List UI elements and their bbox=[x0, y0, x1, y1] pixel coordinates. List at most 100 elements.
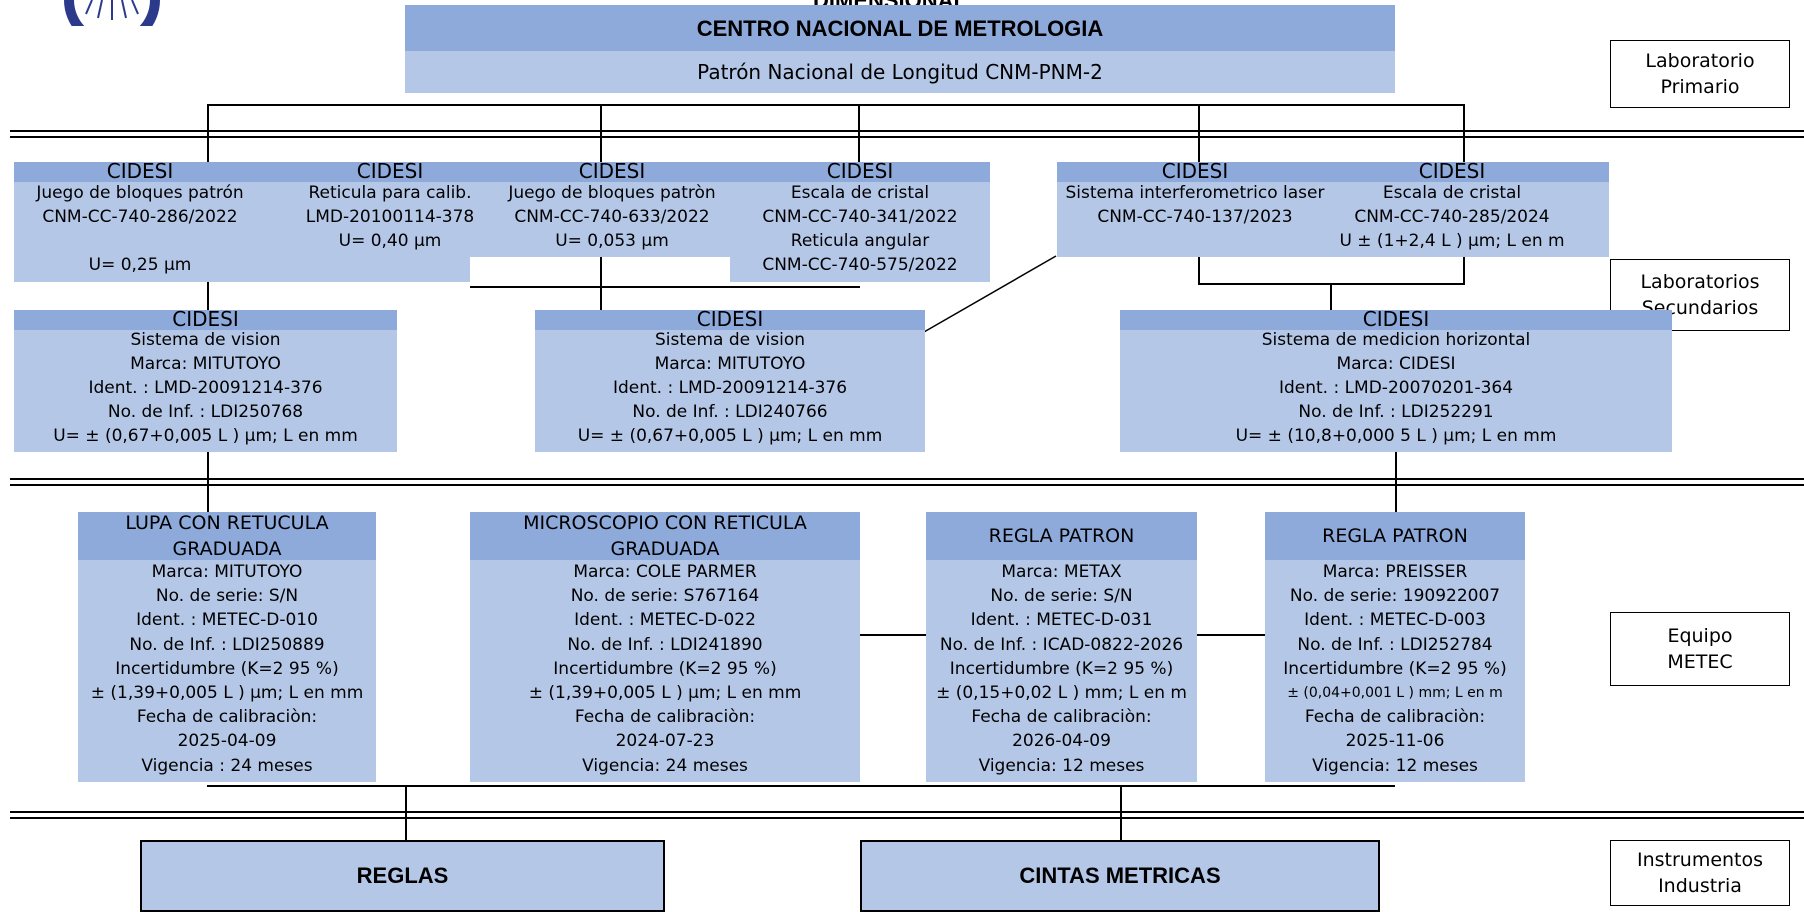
connector bbox=[207, 785, 1395, 787]
sec-line: CNM-CC-740-285/2024 bbox=[1354, 207, 1550, 227]
diagonal-connector bbox=[923, 255, 1057, 333]
equipment-header-bar bbox=[470, 512, 860, 560]
sec-line: Juego de bloques patròn bbox=[508, 183, 716, 203]
equipment-line: Ident. : METEC-D-010 bbox=[136, 610, 318, 631]
connector bbox=[1395, 452, 1397, 512]
sec-header-bar bbox=[14, 162, 990, 182]
equipment-line: No. de serie: S767164 bbox=[570, 586, 760, 607]
secondary-system-line: No. de Inf. : LDI252291 bbox=[1298, 402, 1494, 422]
connector bbox=[858, 104, 860, 162]
secondary-system-header-bar bbox=[535, 310, 925, 330]
secondary-system-line: Sistema de medicion horizontal bbox=[1261, 330, 1531, 350]
equipment-line: Marca: MITUTOYO bbox=[151, 562, 303, 582]
sec-header-bar bbox=[1057, 162, 1609, 182]
equipment-line: Ident. : METEC-D-003 bbox=[1304, 610, 1486, 631]
equipment-title: REGLA PATRON bbox=[988, 525, 1135, 547]
equipment-line: Fecha de calibraciòn: bbox=[971, 707, 1152, 728]
secondary-system-line: U= ± (10,8+0,000 5 L ) µm; L en mm bbox=[1235, 426, 1557, 446]
sec-box-3 bbox=[730, 162, 990, 282]
secondary-system-box bbox=[14, 310, 397, 452]
secondary-system-line: Ident. : LMD-20091214-376 bbox=[88, 378, 323, 398]
equipment-title: GRADUADA bbox=[172, 538, 282, 560]
equipment-line: Fecha de calibraciòn: bbox=[136, 707, 318, 728]
secondary-system-line: Ident. : LMD-20091214-376 bbox=[612, 378, 848, 398]
equipment-header-bar bbox=[78, 512, 376, 560]
equipment-title: GRADUADA bbox=[610, 538, 720, 560]
equipment-title: REGLA PATRON bbox=[1322, 525, 1468, 547]
equipment-line: No. de Inf. : LDI250889 bbox=[129, 634, 325, 655]
equipment-line: ± (0,15+0,02 L ) mm; L en m bbox=[936, 683, 1187, 703]
sec-header: CIDESI bbox=[356, 159, 424, 183]
equipment-line: No. de serie: S/N bbox=[155, 586, 299, 607]
equipment-line: 2024-07-23 bbox=[615, 731, 715, 752]
sec-line: Reticula para calib. bbox=[308, 183, 472, 203]
equipment-line: Incertidumbre (K=2 95 %) bbox=[949, 658, 1174, 679]
institution-logo bbox=[64, 0, 160, 26]
connector bbox=[207, 104, 209, 162]
equipment-line: Ident. : METEC-D-022 bbox=[574, 610, 756, 631]
equipment-line: No. de Inf. : LDI241890 bbox=[567, 634, 763, 655]
separator-line bbox=[10, 130, 1804, 132]
secondary-system-line: Marca: MITUTOYO bbox=[130, 354, 281, 374]
secondary-system-line: Marca: MITUTOYO bbox=[654, 354, 806, 374]
sec-header: CIDESI bbox=[578, 159, 646, 183]
connector bbox=[600, 104, 602, 162]
center-title: CENTRO NACIONAL DE METROLOGIA bbox=[696, 16, 1104, 41]
equipment-line: Vigencia: 24 meses bbox=[582, 755, 748, 776]
separator-line bbox=[10, 478, 1804, 480]
equipment-line: Ident. : METEC-D-031 bbox=[970, 610, 1153, 631]
sec-header: CIDESI bbox=[826, 159, 894, 183]
center-subtitle: Patrón Nacional de Longitud CNM-PNM-2 bbox=[697, 60, 1103, 84]
sec-header: CIDESI bbox=[1418, 159, 1486, 183]
equipment-line: 2026-04-09 bbox=[1012, 731, 1111, 752]
equipment-line: No. de Inf. : LDI252784 bbox=[1297, 634, 1493, 655]
connector bbox=[207, 452, 209, 512]
secondary-system-line: No. de Inf. : LDI240766 bbox=[632, 402, 828, 422]
level-label: Laboratorio bbox=[1645, 50, 1755, 72]
separator-line bbox=[10, 484, 1804, 486]
sec-line: U= 0,053 µm bbox=[555, 231, 669, 251]
secondary-system-header-bar bbox=[1120, 310, 1672, 330]
secondary-system-header: CIDESI bbox=[1362, 307, 1430, 331]
sec-line: U= 0,40 µm bbox=[338, 231, 442, 251]
equipment-line: ± (1,39+0,005 L ) µm; L en mm bbox=[528, 683, 802, 703]
equipment-line: Vigencia: 12 meses bbox=[978, 755, 1145, 776]
connector bbox=[1120, 785, 1122, 840]
level-label: Instrumentos bbox=[1636, 849, 1764, 871]
secondary-system-line: Sistema de vision bbox=[654, 330, 806, 350]
level-label: Laboratorios bbox=[1640, 271, 1760, 293]
secondary-system-header-bar bbox=[14, 310, 397, 330]
connector bbox=[207, 282, 209, 310]
equipment-line: ± (1,39+0,005 L ) µm; L en mm bbox=[90, 683, 364, 703]
connector bbox=[207, 104, 1465, 106]
sec-line: CNM-CC-740-137/2023 bbox=[1097, 207, 1293, 227]
secondary-system-line: Sistema de vision bbox=[130, 330, 281, 350]
level-label: Industria bbox=[1658, 875, 1742, 897]
sec-line: Escala de cristal bbox=[1382, 183, 1522, 203]
secondary-system-box bbox=[535, 310, 925, 452]
equipment-line: Incertidumbre (K=2 95 %) bbox=[115, 658, 339, 679]
secondary-system-line: U= ± (0,67+0,005 L ) µm; L en mm bbox=[53, 426, 358, 446]
connector bbox=[1463, 257, 1465, 285]
equipment-line: ± (0,04+0,001 L ) mm; L en m bbox=[1287, 685, 1503, 701]
equipment-line: Fecha de calibraciòn: bbox=[574, 707, 756, 728]
level-label: METEC bbox=[1667, 651, 1733, 673]
sec-line: Escala de cristal bbox=[790, 183, 930, 203]
instrument-reglas: REGLAS bbox=[140, 840, 665, 912]
equipment-line: Marca: METAX bbox=[1001, 562, 1122, 582]
separator-line bbox=[10, 811, 1804, 813]
sec-header: CIDESI bbox=[1161, 159, 1229, 183]
equipment-title: MICROSCOPIO CON RETICULA bbox=[523, 512, 807, 534]
instrument-cintas-metricas: CINTAS METRICAS bbox=[860, 840, 1380, 912]
secondary-system-header: CIDESI bbox=[696, 307, 764, 331]
equipment-title: LUPA CON RETUCULA bbox=[125, 512, 329, 534]
equipment-line: Vigencia : 24 meses bbox=[141, 755, 313, 776]
equipment-line: 2025-11-06 bbox=[1345, 731, 1445, 752]
equipment-header-bar bbox=[926, 512, 1197, 560]
equipment-line: No. de serie: S/N bbox=[990, 586, 1133, 607]
connector bbox=[1198, 104, 1200, 162]
connector bbox=[1198, 257, 1200, 285]
secondary-system-line: Marca: CIDESI bbox=[1336, 354, 1456, 374]
